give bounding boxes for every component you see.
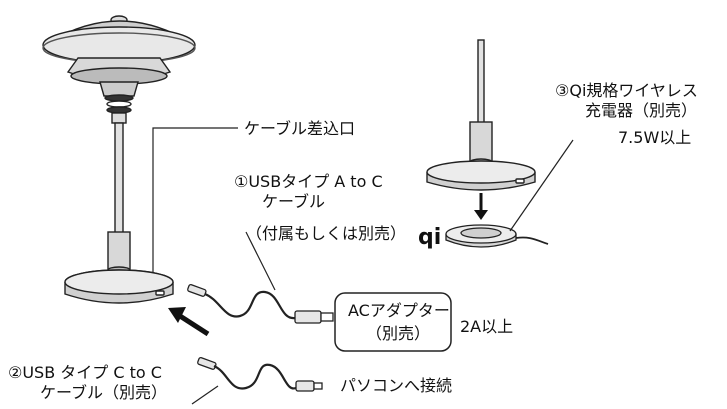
qi-charger-label-line2: 充電器（別売） [585, 101, 698, 120]
qi-charger-pad [445, 224, 549, 248]
svg-text:qi: qi [418, 225, 441, 250]
usb-a-to-c-label-line1: ①USBタイプ A to C [234, 172, 383, 191]
usb-c-to-c-label-line1: ②USB タイプ C to C [8, 363, 162, 382]
insert-arrow [168, 307, 210, 337]
table-lamp-illustration [42, 15, 196, 304]
usb-c-to-c-cable [197, 357, 323, 392]
cable2-leader-line [191, 385, 219, 405]
qi-power-label: 7.5W以上 [618, 128, 692, 147]
usb-a-to-c-cable [187, 284, 334, 324]
ac-adapter-box [334, 292, 452, 352]
qi-logo-icon: qi [418, 225, 441, 250]
cable-port-label: ケーブル差込口 [244, 119, 356, 138]
qi-leader-line [509, 139, 574, 232]
down-arrow [474, 193, 488, 220]
port-leader-line [152, 127, 238, 273]
ac-power-label: 2A以上 [460, 317, 514, 336]
usb-a-to-c-label-line2: ケーブル [262, 192, 326, 211]
usb-a-to-c-label-line3: （付属もしくは別売） [246, 224, 407, 243]
pc-connect-label: パソコンへ接続 [340, 376, 453, 395]
ac-adapter-sub-label: （別売） [366, 324, 431, 343]
ac-adapter-label: ACアダプター [348, 301, 450, 320]
qi-charger-label-line1: ③Qi規格ワイヤレス [555, 81, 698, 100]
usb-c-to-c-label-line2: ケーブル（別売） [40, 383, 168, 402]
qi-lamp-illustration [426, 39, 536, 191]
cable1-leader-line [245, 231, 276, 291]
